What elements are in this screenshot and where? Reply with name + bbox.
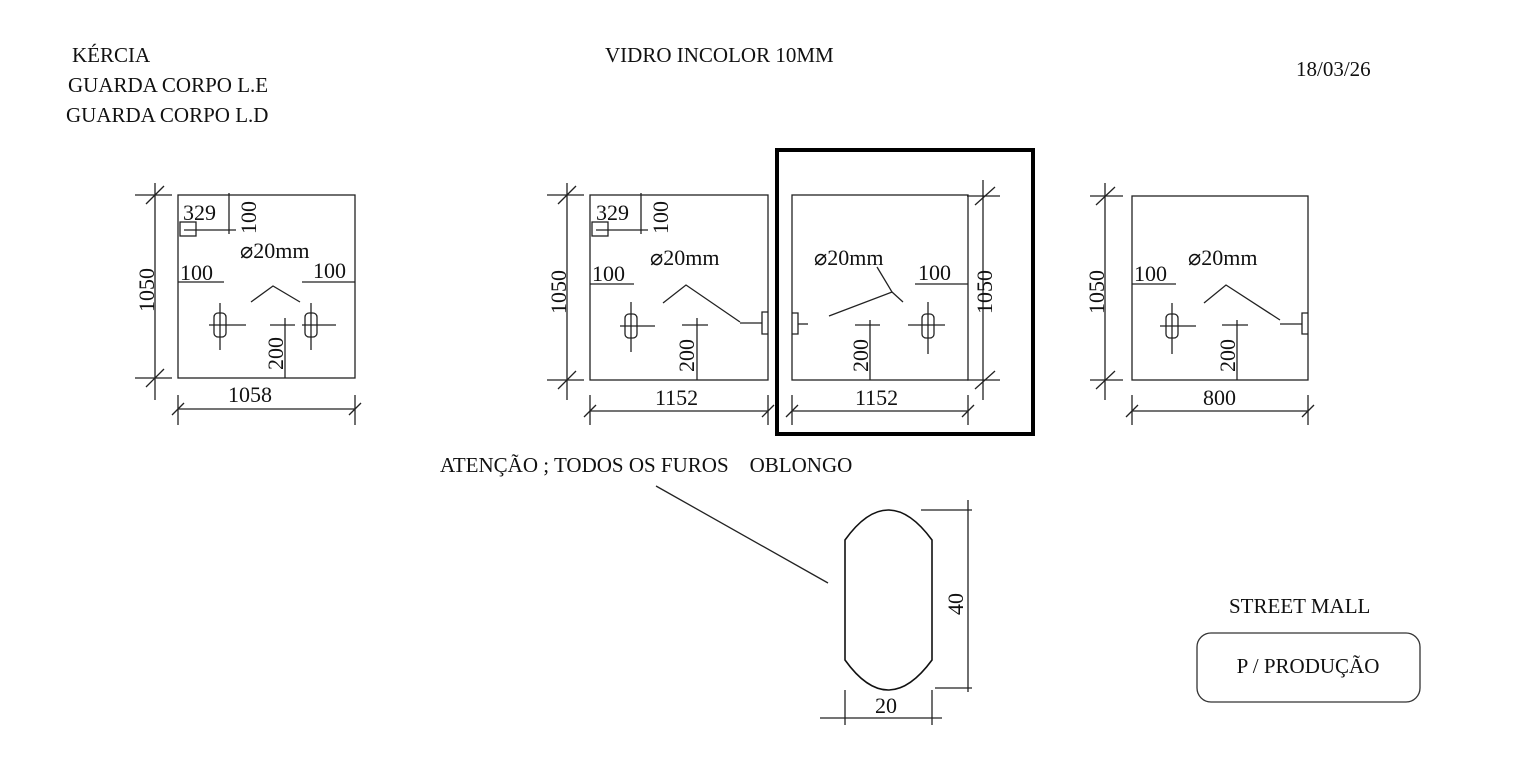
- oblong-hole-icon: [620, 302, 655, 352]
- panel-2-bottom-offset: 200: [674, 339, 699, 372]
- panel-1-hole: ⌀20mm: [240, 238, 309, 263]
- oblong-detail: 40 20: [820, 500, 972, 725]
- panel-2-corner-x: 329: [596, 200, 629, 225]
- panel-4-left-offset: 100: [1134, 261, 1167, 286]
- panel-4-hole: ⌀20mm: [1188, 245, 1257, 270]
- header-line-ld: GUARDA CORPO L.D: [66, 103, 268, 127]
- panel-4: 1050 800 ⌀20mm 100 200: [1084, 183, 1315, 425]
- panel-1-bottom-offset: 200: [263, 337, 288, 370]
- panel-1-height: 1050: [134, 268, 159, 312]
- oblong-height: 40: [943, 593, 968, 615]
- oblong-hole-icon: [1160, 303, 1196, 354]
- panel-2-left-offset: 100: [592, 261, 625, 286]
- panel-2: 1050 1152 329 100 ⌀20mm 100 200: [546, 183, 775, 425]
- edge-notch-icon: [1301, 312, 1308, 335]
- oblong-note: ATENÇÃO ; TODOS OS FUROS OBLONGO: [440, 453, 852, 477]
- panel-3-right-offset: 100: [918, 260, 951, 285]
- stamp-box: [1196, 632, 1421, 703]
- oblong-hole-icon: [209, 303, 246, 350]
- panel-1-corner-y: 100: [236, 201, 261, 234]
- material-title: VIDRO INCOLOR 10MM: [605, 43, 834, 67]
- panel-2-corner-y: 100: [648, 201, 673, 234]
- oblong-width: 20: [875, 693, 897, 718]
- panel-3-height: 1050: [972, 270, 997, 314]
- panel-1-corner-x: 329: [183, 200, 216, 225]
- panel-1-width: 1058: [228, 382, 272, 407]
- date: 18/03/26: [1296, 57, 1371, 81]
- highlight-frame: [775, 148, 1035, 436]
- panel-2-width: 1152: [655, 385, 698, 410]
- client-name: KÉRCIA: [72, 43, 151, 67]
- edge-notch-icon: [761, 311, 768, 335]
- panel-1-right-offset: 100: [313, 258, 346, 283]
- panel-2-height: 1050: [546, 270, 571, 314]
- oblong-hole-icon: [302, 303, 336, 350]
- production-stamp: P / PRODUÇÃO: [1237, 654, 1380, 678]
- edge-notch-icon: [792, 312, 799, 335]
- panel-3: 1050 1152 ⌀20mm 100 200: [785, 180, 1000, 425]
- panel-4-width: 800: [1203, 385, 1236, 410]
- panel-2-hole: ⌀20mm: [650, 245, 719, 270]
- panel-1: 1050 1058 329 100 ⌀20mm 100 100 200: [134, 183, 362, 425]
- oblong-shape-icon: [844, 509, 933, 691]
- project-name: STREET MALL: [1229, 594, 1370, 618]
- panel-3-hole: ⌀20mm: [814, 245, 883, 270]
- panel-3-bottom-offset: 200: [848, 339, 873, 372]
- oblong-hole-icon: [908, 302, 945, 354]
- panel-4-bottom-offset: 200: [1215, 339, 1240, 372]
- panel-1-left-offset: 100: [180, 260, 213, 285]
- panel-3-width: 1152: [855, 385, 898, 410]
- header-line-le: GUARDA CORPO L.E: [68, 73, 268, 97]
- panel-4-height: 1050: [1084, 270, 1109, 314]
